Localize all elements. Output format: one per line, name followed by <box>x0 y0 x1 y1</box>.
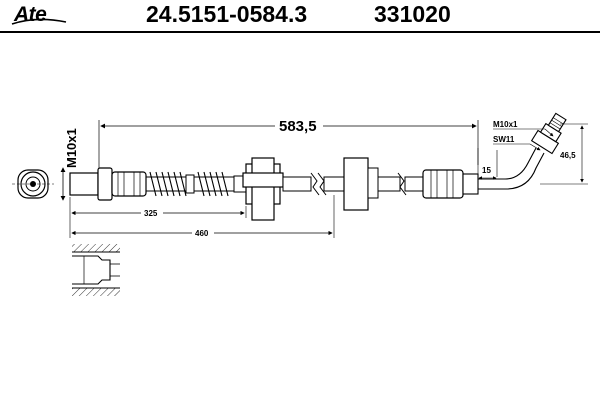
logo-swoosh-icon <box>11 18 67 25</box>
header-rule <box>0 31 600 33</box>
wrench-size-label: SW11 <box>493 135 515 144</box>
reference-number: 331020 <box>374 1 451 27</box>
part-number: 24.5151-0584.3 <box>146 1 308 27</box>
length-325-dimension: 325 <box>69 197 247 218</box>
length-460-label: 460 <box>195 229 209 238</box>
hose-assembly <box>69 112 567 221</box>
ate-logo: Ate <box>6 2 86 28</box>
right-fitting-dimensions: M10x1 SW11 15 46,5 <box>477 120 588 185</box>
overall-length-dimension: 583,5 <box>98 116 479 172</box>
thread-left-dimension: M10x1 <box>60 128 79 201</box>
overall-length-label: 583,5 <box>279 118 317 135</box>
thread-left-label: M10x1 <box>64 128 79 168</box>
offset-15-label: 15 <box>482 166 491 175</box>
length-460-dimension: 460 <box>69 195 335 238</box>
brake-hose-drawing: M10x1 583,5 <box>12 112 588 296</box>
thread-right-label: M10x1 <box>493 120 518 129</box>
bend-46-5-label: 46,5 <box>560 151 576 160</box>
title-bar: Ate 24.5151-0584.3 331020 <box>0 0 600 33</box>
section-detail <box>72 244 120 296</box>
length-325-label: 325 <box>144 209 158 218</box>
end-view-fitting <box>12 169 54 199</box>
